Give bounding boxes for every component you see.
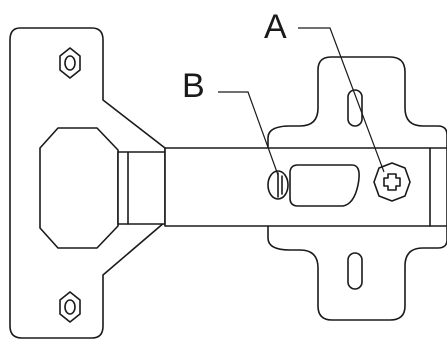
hinge-boss [39,127,119,249]
hinge-neck [117,151,166,225]
hinge-arm [164,147,447,227]
label-a: A [264,8,287,46]
arm-cutout [289,164,360,207]
adjustment-screw-a [373,162,411,202]
plate-lower-slot [347,252,363,290]
leader-line-a [298,27,385,173]
cup-lower-screw-hole [59,291,81,323]
adjustment-screw-b [267,170,289,200]
cup-upper-screw-hole [59,47,81,79]
label-b: B [182,67,205,105]
leader-line-b [218,91,279,176]
plate-upper-slot [347,89,363,127]
